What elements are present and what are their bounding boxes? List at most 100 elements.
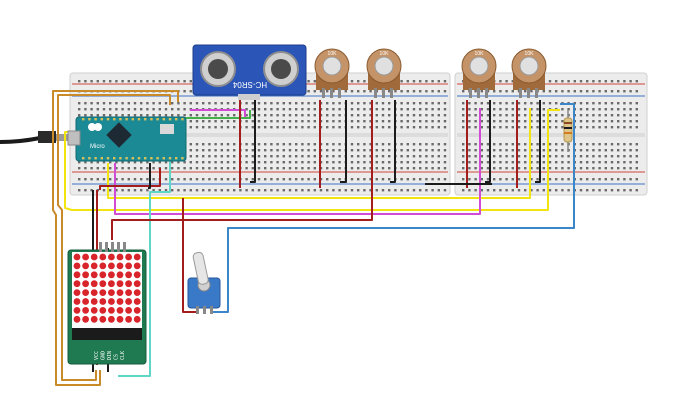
breadboard-hole xyxy=(96,167,99,170)
breadboard-hole xyxy=(109,114,112,117)
breadboard-hole xyxy=(610,102,614,105)
breadboard-hole xyxy=(635,143,638,146)
breadboard-hole xyxy=(363,90,366,93)
breadboard-hole xyxy=(499,155,502,158)
breadboard-hole xyxy=(517,189,521,192)
breadboard-hole xyxy=(623,143,626,146)
breadboard-hole xyxy=(567,167,570,170)
breadboard-hole xyxy=(598,149,601,152)
breadboard-hole xyxy=(419,108,422,111)
breadboard-hole xyxy=(524,189,527,192)
breadboard-hole xyxy=(468,114,471,117)
breadboard-hole xyxy=(313,120,316,123)
breadboard-hole xyxy=(332,120,335,123)
breadboard-hole xyxy=(561,114,564,117)
breadboard-hole xyxy=(388,102,391,105)
breadboard-hole xyxy=(307,90,310,93)
breadboard-hole xyxy=(586,80,589,83)
matrix-led xyxy=(82,262,89,270)
arduino-pin xyxy=(113,157,116,160)
breadboard-hole xyxy=(171,189,174,192)
breadboard-hole xyxy=(530,108,533,111)
breadboard-hole xyxy=(437,178,440,181)
arduino-pin xyxy=(150,157,153,160)
breadboard-hole xyxy=(629,189,632,192)
breadboard-hole xyxy=(592,161,595,164)
breadboard-hole xyxy=(548,149,552,152)
breadboard-hole xyxy=(425,143,428,146)
breadboard-hole xyxy=(208,126,211,129)
breadboard-hole xyxy=(462,102,465,105)
breadboard-hole xyxy=(586,161,589,164)
breadboard-hole xyxy=(369,167,372,170)
breadboard-hole xyxy=(412,126,416,129)
breadboard-hole xyxy=(189,155,192,158)
potentiometer-4: 10K xyxy=(511,48,547,98)
breadboard-hole xyxy=(511,149,514,152)
breadboard-hole xyxy=(363,161,366,164)
breadboard-hole xyxy=(561,189,564,192)
breadboard-hole xyxy=(363,80,366,83)
breadboard-hole xyxy=(629,80,632,83)
breadboard-hole xyxy=(326,167,329,170)
breadboard-hole xyxy=(78,102,81,105)
breadboard-hole xyxy=(78,178,81,181)
breadboard-hole xyxy=(90,102,93,105)
breadboard-hole xyxy=(121,102,124,105)
breadboard-hole xyxy=(480,178,483,181)
breadboard-hole xyxy=(313,143,316,146)
matrix-led xyxy=(125,307,132,314)
breadboard-hole xyxy=(425,155,428,158)
breadboard-hole xyxy=(282,167,285,170)
breadboard-hole xyxy=(102,161,106,164)
breadboard-hole xyxy=(635,120,638,123)
breadboard-hole xyxy=(220,178,223,181)
breadboard-hole xyxy=(443,102,447,105)
breadboard-hole xyxy=(326,143,329,146)
breadboard-hole xyxy=(375,143,378,146)
breadboard-hole xyxy=(338,120,341,123)
breadboard-hole xyxy=(189,189,192,192)
potentiometer-3: 10K xyxy=(461,48,497,98)
breadboard-hole xyxy=(486,143,490,146)
breadboard-hole xyxy=(96,114,99,117)
breadboard-hole xyxy=(493,108,496,111)
breadboard-hole xyxy=(133,80,137,83)
breadboard-hole xyxy=(220,126,223,129)
breadboard-hole xyxy=(350,143,354,146)
breadboard-hole xyxy=(102,167,106,170)
breadboard-hole xyxy=(586,120,589,123)
breadboard-hole xyxy=(517,178,521,181)
breadboard-hole xyxy=(363,155,366,158)
breadboard-hole xyxy=(474,161,477,164)
breadboard-hole xyxy=(307,149,310,152)
matrix-led xyxy=(108,298,115,305)
breadboard-hole xyxy=(419,114,422,117)
breadboard-hole xyxy=(226,161,230,164)
breadboard-hole xyxy=(610,189,614,192)
breadboard-hole xyxy=(84,102,87,105)
breadboard-hole xyxy=(604,126,607,129)
breadboard-hole xyxy=(400,108,403,111)
breadboard-hole xyxy=(623,167,626,170)
breadboard-hole xyxy=(202,161,205,164)
breadboard-hole xyxy=(443,155,447,158)
breadboard-hole xyxy=(90,114,93,117)
breadboard-hole xyxy=(152,108,155,111)
breadboard-hole xyxy=(388,155,391,158)
breadboard-hole xyxy=(208,178,211,181)
breadboard-hole xyxy=(214,155,217,158)
breadboard-hole xyxy=(276,155,279,158)
breadboard-hole xyxy=(462,143,465,146)
breadboard-hole xyxy=(121,167,124,170)
breadboard-hole xyxy=(388,126,391,129)
breadboard-hole xyxy=(251,178,254,181)
arduino-pin xyxy=(144,118,147,121)
breadboard-hole xyxy=(183,108,186,111)
breadboard-hole xyxy=(257,126,261,129)
breadboard-hole xyxy=(295,114,298,117)
breadboard-hole xyxy=(288,102,292,105)
breadboard-hole xyxy=(245,178,248,181)
breadboard-hole xyxy=(164,189,168,192)
breadboard-hole xyxy=(251,102,254,105)
